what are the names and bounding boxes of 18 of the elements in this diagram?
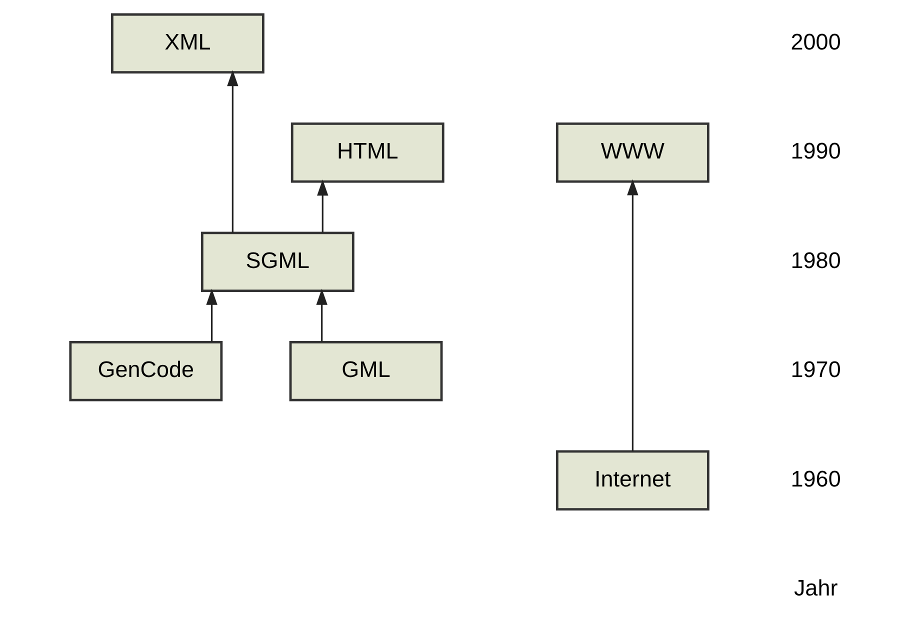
- label: 2000: [790, 29, 840, 54]
- label: Jahr: [793, 576, 838, 601]
- arrow: [626, 179, 638, 452]
- node-box: SGML: [200, 232, 354, 292]
- label: 1960: [790, 466, 840, 492]
- arrow: [316, 288, 327, 342]
- node-box: GML: [288, 341, 442, 402]
- node-box: HTML: [290, 122, 444, 183]
- node-box: Internet: [555, 450, 709, 510]
- node-box: WWW: [555, 122, 709, 183]
- arrow: [206, 288, 217, 342]
- arrow: [226, 70, 238, 233]
- node-box: XML: [110, 13, 264, 74]
- label: 1980: [790, 248, 840, 273]
- label: 1990: [790, 138, 840, 164]
- arrow: [316, 180, 328, 233]
- node-box: GenCode: [68, 341, 222, 402]
- label: 1970: [790, 357, 840, 382]
